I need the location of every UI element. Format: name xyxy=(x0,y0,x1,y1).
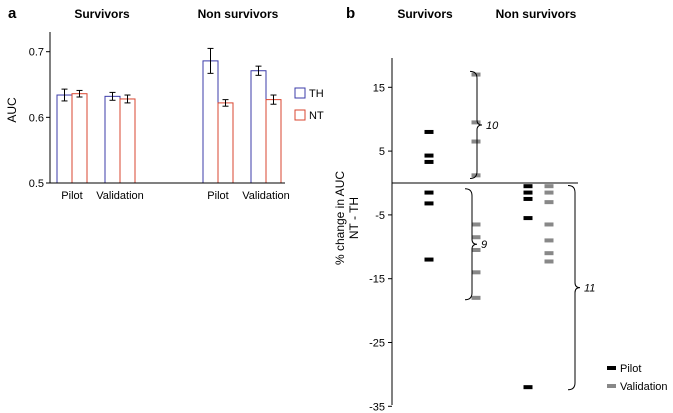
panel-b-group-survivors: Survivors xyxy=(397,7,453,21)
panel-b-ytick-label: 15 xyxy=(373,82,385,94)
panel-b-mark-validation xyxy=(471,295,481,300)
panel-b-mark-pilot xyxy=(424,190,434,195)
panel-b-mark-validation xyxy=(544,259,554,264)
panel-a-category-label: Validation xyxy=(96,190,144,202)
panel-a-legend-swatch xyxy=(294,87,306,99)
panel-a-category-label: Validation xyxy=(242,190,290,202)
panel-b-mark-validation xyxy=(544,184,554,189)
panel-b-ytick-label: 5 xyxy=(379,146,385,158)
panel-b-mark-pilot xyxy=(523,196,533,201)
panel-a-legend-swatch xyxy=(294,109,306,121)
panel-a-bar-th xyxy=(104,95,121,184)
panel-a-legend-label: NT xyxy=(309,110,324,122)
panel-b-brace-survivors-negative xyxy=(464,188,478,301)
panel-b-mark-validation xyxy=(471,139,481,144)
panel-b-mark-pilot xyxy=(523,190,533,195)
panel-b-legend-label: Validation xyxy=(620,381,668,393)
panel-a-bar-nt xyxy=(71,93,88,184)
panel-b-mark-validation xyxy=(544,190,554,195)
panel-a-ytick-label: 0.5 xyxy=(29,178,44,190)
panel-b-legend-swatch xyxy=(607,366,616,370)
panel-a-bar-th xyxy=(250,70,267,184)
panel-b-brace-survivors-negative-count: 9 xyxy=(481,239,487,251)
panel-b-mark-validation xyxy=(471,120,481,125)
panel-b-legend-swatch xyxy=(607,384,616,388)
panel-a: a Survivors Non survivors AUC 0.50.60.7 … xyxy=(5,5,324,202)
panel-b-label: b xyxy=(346,5,355,22)
panel-a-ytick-label: 0.6 xyxy=(29,112,44,124)
panel-b-brace-survivors-positive-count: 10 xyxy=(486,120,499,132)
panel-b: b Survivors Non survivors % change in AU… xyxy=(333,5,668,413)
panel-b-mark-validation xyxy=(471,222,481,227)
panel-b-brace-non-survivors-count: 11 xyxy=(584,283,595,295)
panel-b-mark-validation xyxy=(544,222,554,227)
panel-a-ytick-label: 0.7 xyxy=(29,47,44,59)
panel-b-mark-pilot xyxy=(424,153,434,158)
panel-b-mark-pilot xyxy=(523,216,533,221)
panel-b-ylabel-line1: % change in AUC xyxy=(333,171,347,265)
panel-b-mark-pilot xyxy=(424,159,434,164)
panel-b-mark-pilot xyxy=(424,201,434,206)
panel-a-label: a xyxy=(8,5,17,22)
panel-b-group-non-survivors: Non survivors xyxy=(496,7,577,21)
panel-b-mark-validation xyxy=(471,235,481,240)
panel-a-bar-th xyxy=(202,60,219,184)
panel-b-mark-validation xyxy=(544,238,554,243)
panel-b-ytick-label: -15 xyxy=(369,274,385,286)
panel-b-mark-pilot xyxy=(523,184,533,189)
panel-a-bar-nt xyxy=(217,102,234,184)
panel-a-group-non-survivors: Non survivors xyxy=(198,7,279,21)
panel-b-ylabel-line2: NT - TH xyxy=(347,197,361,239)
panel-a-legend-label: TH xyxy=(309,88,324,100)
panel-b-mark-pilot xyxy=(424,129,434,134)
panel-b-mark-validation xyxy=(471,247,481,252)
panel-b-ytick-label: -5 xyxy=(375,210,385,222)
panel-a-category-label: Pilot xyxy=(207,190,228,202)
panel-b-mark-validation xyxy=(471,270,481,275)
panel-b-mark-validation xyxy=(544,200,554,205)
panel-b-legend-label: Pilot xyxy=(620,363,641,375)
panel-b-mark-pilot xyxy=(424,257,434,262)
panel-a-bar-nt xyxy=(265,99,282,184)
panel-a-ylabel: AUC xyxy=(5,97,19,123)
panel-b-mark-pilot xyxy=(523,385,533,390)
panel-b-ytick-label: -35 xyxy=(369,401,385,413)
panel-b-mark-validation xyxy=(544,251,554,256)
panel-a-bar-th xyxy=(56,94,73,184)
panel-b-brace-survivors-positive xyxy=(469,70,483,180)
panel-b-ytick-label: -25 xyxy=(369,338,385,350)
panel-a-category-label: Pilot xyxy=(61,190,82,202)
panel-a-bar-nt xyxy=(119,98,136,184)
panel-b-brace-non-survivors xyxy=(567,185,581,391)
panel-a-group-survivors: Survivors xyxy=(74,7,130,21)
